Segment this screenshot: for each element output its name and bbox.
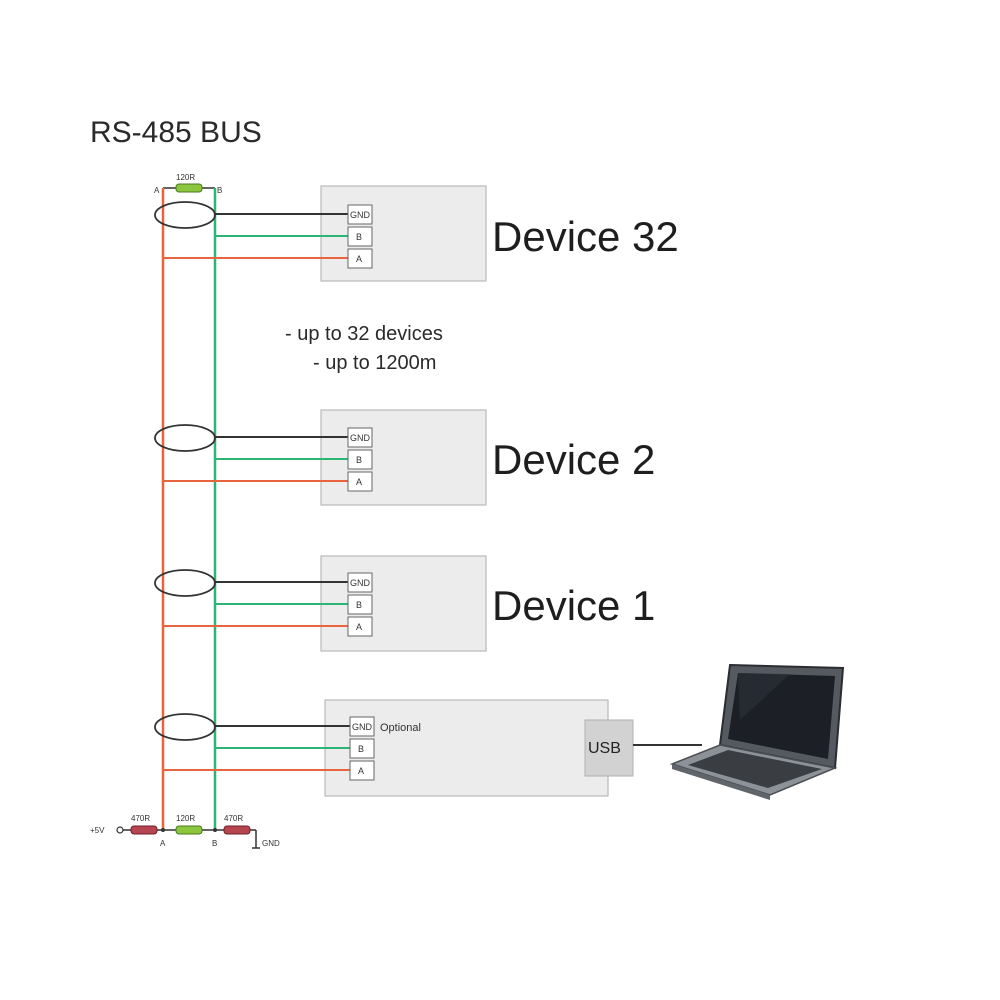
terminal-a-label: A bbox=[358, 766, 364, 776]
device-32: GND B A Device 32 bbox=[154, 185, 679, 282]
usb-converter: GND B A Optional USB bbox=[154, 699, 702, 797]
device-32-box bbox=[320, 185, 487, 282]
pulldown-label: 470R bbox=[224, 814, 243, 823]
terminal-b-label: B bbox=[356, 455, 362, 465]
terminal-a bbox=[349, 760, 375, 781]
ground-label: GND bbox=[262, 839, 280, 848]
bias-network: +5V 470R 120R 470R GND A B bbox=[90, 814, 280, 849]
laptop-icon bbox=[669, 663, 845, 800]
note-distance: - up to 1200m bbox=[313, 352, 436, 374]
terminator-resistor bbox=[175, 825, 203, 835]
top-resistor-label: 120R bbox=[176, 173, 195, 182]
terminal-b bbox=[347, 594, 373, 615]
device-1-name: Device 1 bbox=[492, 582, 655, 629]
supply-terminal bbox=[116, 826, 124, 834]
terminal-b-label: B bbox=[358, 744, 364, 754]
terminal-b-label: B bbox=[356, 232, 362, 242]
terminal-gnd bbox=[347, 204, 373, 225]
terminal-a bbox=[347, 248, 373, 269]
terminal-gnd-label: GND bbox=[350, 433, 371, 443]
terminal-gnd bbox=[347, 572, 373, 593]
diagram-title: RS-485 BUS bbox=[90, 116, 262, 149]
top-resistor-120r bbox=[175, 183, 203, 193]
device-2-name: Device 2 bbox=[492, 436, 655, 483]
terminator-label: 120R bbox=[176, 814, 195, 823]
supply-label: +5V bbox=[90, 826, 105, 835]
terminal-b bbox=[349, 738, 375, 759]
terminal-a-label: A bbox=[356, 622, 362, 632]
terminal-b bbox=[347, 226, 373, 247]
terminal-b bbox=[347, 449, 373, 470]
terminal-a-label: A bbox=[356, 477, 362, 487]
converter-optional-label: Optional bbox=[380, 722, 421, 734]
device-1: GND B A Device 1 bbox=[154, 555, 655, 652]
pullup-resistor bbox=[130, 825, 158, 835]
top-line-b-label: B bbox=[217, 186, 222, 195]
terminal-gnd-label: GND bbox=[350, 210, 371, 220]
note-devices: - up to 32 devices bbox=[285, 323, 443, 345]
terminal-a-label: A bbox=[356, 254, 362, 264]
usb-port bbox=[584, 719, 634, 777]
pulldown-resistor bbox=[223, 825, 251, 835]
terminal-gnd bbox=[347, 427, 373, 448]
terminal-a bbox=[347, 616, 373, 637]
terminal-gnd bbox=[349, 716, 375, 737]
terminal-gnd-label: GND bbox=[352, 722, 373, 732]
bottom-line-a-label: A bbox=[160, 839, 166, 848]
usb-port-label: USB bbox=[588, 740, 621, 757]
terminal-b-label: B bbox=[356, 600, 362, 610]
top-line-a-label: A bbox=[154, 186, 160, 195]
device-32-name: Device 32 bbox=[492, 213, 679, 260]
terminal-gnd-label: GND bbox=[350, 578, 371, 588]
device-2: GND B A Device 2 bbox=[154, 409, 655, 506]
terminal-a bbox=[347, 471, 373, 492]
bottom-line-b-label: B bbox=[212, 839, 217, 848]
pullup-label: 470R bbox=[131, 814, 150, 823]
top-terminator: 120R A B bbox=[154, 173, 222, 195]
device-2-box bbox=[320, 409, 487, 506]
